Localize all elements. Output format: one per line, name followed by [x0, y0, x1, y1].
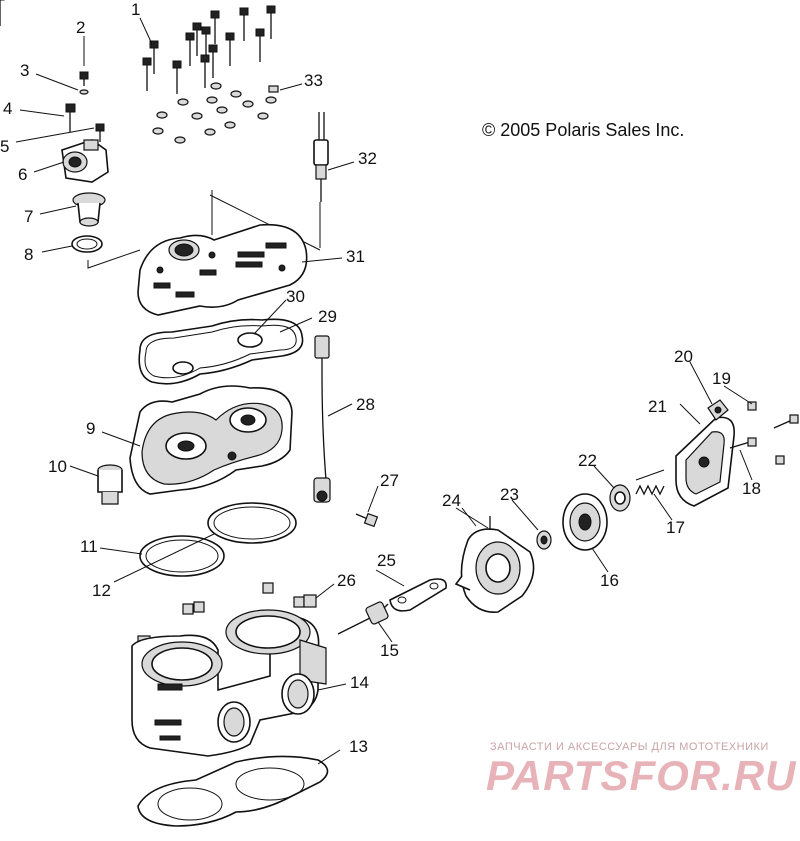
part-24-valve-housing	[454, 516, 535, 613]
callout-21: 21	[648, 397, 667, 416]
part-16-diaphragm	[562, 493, 608, 551]
callout-31: 31	[346, 247, 365, 266]
part-32-sensor	[313, 112, 329, 202]
callout-3: 3	[20, 61, 29, 80]
part-8-o-ring	[71, 235, 103, 253]
callout-30: 30	[286, 287, 305, 306]
part-29-gasket	[138, 318, 304, 385]
part-10-fitting	[97, 464, 123, 505]
callout-33: 33	[304, 71, 323, 90]
callout-7: 7	[24, 207, 33, 226]
callout-4: 4	[3, 99, 12, 118]
callout-6: 6	[18, 165, 27, 184]
watermark-subtitle: ЗАПЧАСТИ И АКСЕССУАРЫ ДЛЯ МОТОТЕХНИКИ	[490, 741, 769, 753]
part-27-bolt	[355, 512, 379, 528]
callout-16: 16	[600, 571, 619, 590]
watermark-logo: PARTSFOR.RU	[486, 752, 797, 799]
part-21-valve-cover	[675, 416, 735, 507]
parts-2-5-fasteners	[65, 71, 105, 142]
callout-27: 27	[380, 471, 399, 490]
callout-2: 2	[76, 18, 85, 37]
part-23-seal	[536, 530, 552, 550]
part-13-base-gasket	[137, 755, 329, 827]
callout-32: 32	[358, 149, 377, 168]
part-22-washer	[609, 484, 631, 512]
callout-14: 14	[350, 673, 369, 692]
part-14-cylinder-block	[131, 609, 327, 757]
callout-5: 5	[0, 137, 9, 156]
part-11-12-o-rings	[139, 502, 297, 577]
copyright-text: © 2005 Polaris Sales Inc.	[482, 120, 685, 140]
part-26-nuts	[137, 582, 317, 649]
part-9-cylinder-head	[129, 385, 293, 495]
part-19-screw	[747, 401, 757, 411]
callout-29: 29	[318, 307, 337, 326]
callout-1: 1	[131, 0, 140, 19]
part-17-spring	[635, 469, 665, 496]
washers	[152, 82, 277, 144]
callout-18: 18	[742, 479, 761, 498]
callout-23: 23	[500, 485, 519, 504]
part-7-thermostat	[72, 192, 106, 227]
callout-20: 20	[674, 347, 693, 366]
part-15-valve	[337, 601, 389, 635]
callout-10: 10	[48, 457, 67, 476]
callout-28: 28	[356, 395, 375, 414]
callout-24: 24	[442, 491, 461, 510]
part-25-gasket	[389, 578, 447, 612]
callout-25: 25	[377, 551, 396, 570]
callout-13: 13	[349, 737, 368, 756]
callout-11: 11	[80, 537, 98, 556]
callouts: 1 2 3 4 5 6 7 8 9 10 11 12 13 14 15 16 1…	[0, 0, 761, 765]
callout-9: 9	[86, 419, 95, 438]
callout-17: 17	[666, 518, 685, 537]
callout-19: 19	[712, 369, 731, 388]
callout-15: 15	[380, 641, 399, 660]
callout-12: 12	[92, 581, 111, 600]
callout-26: 26	[337, 571, 356, 590]
callout-8: 8	[24, 245, 33, 264]
part-31-head-cover	[137, 223, 308, 316]
callout-22: 22	[578, 451, 597, 470]
part-28-sensor-wire	[313, 335, 331, 503]
part-6-thermostat-housing	[61, 139, 109, 183]
part-18-screws	[729, 414, 799, 465]
part-20-bracket	[707, 399, 729, 421]
part-33-nut	[268, 85, 279, 93]
